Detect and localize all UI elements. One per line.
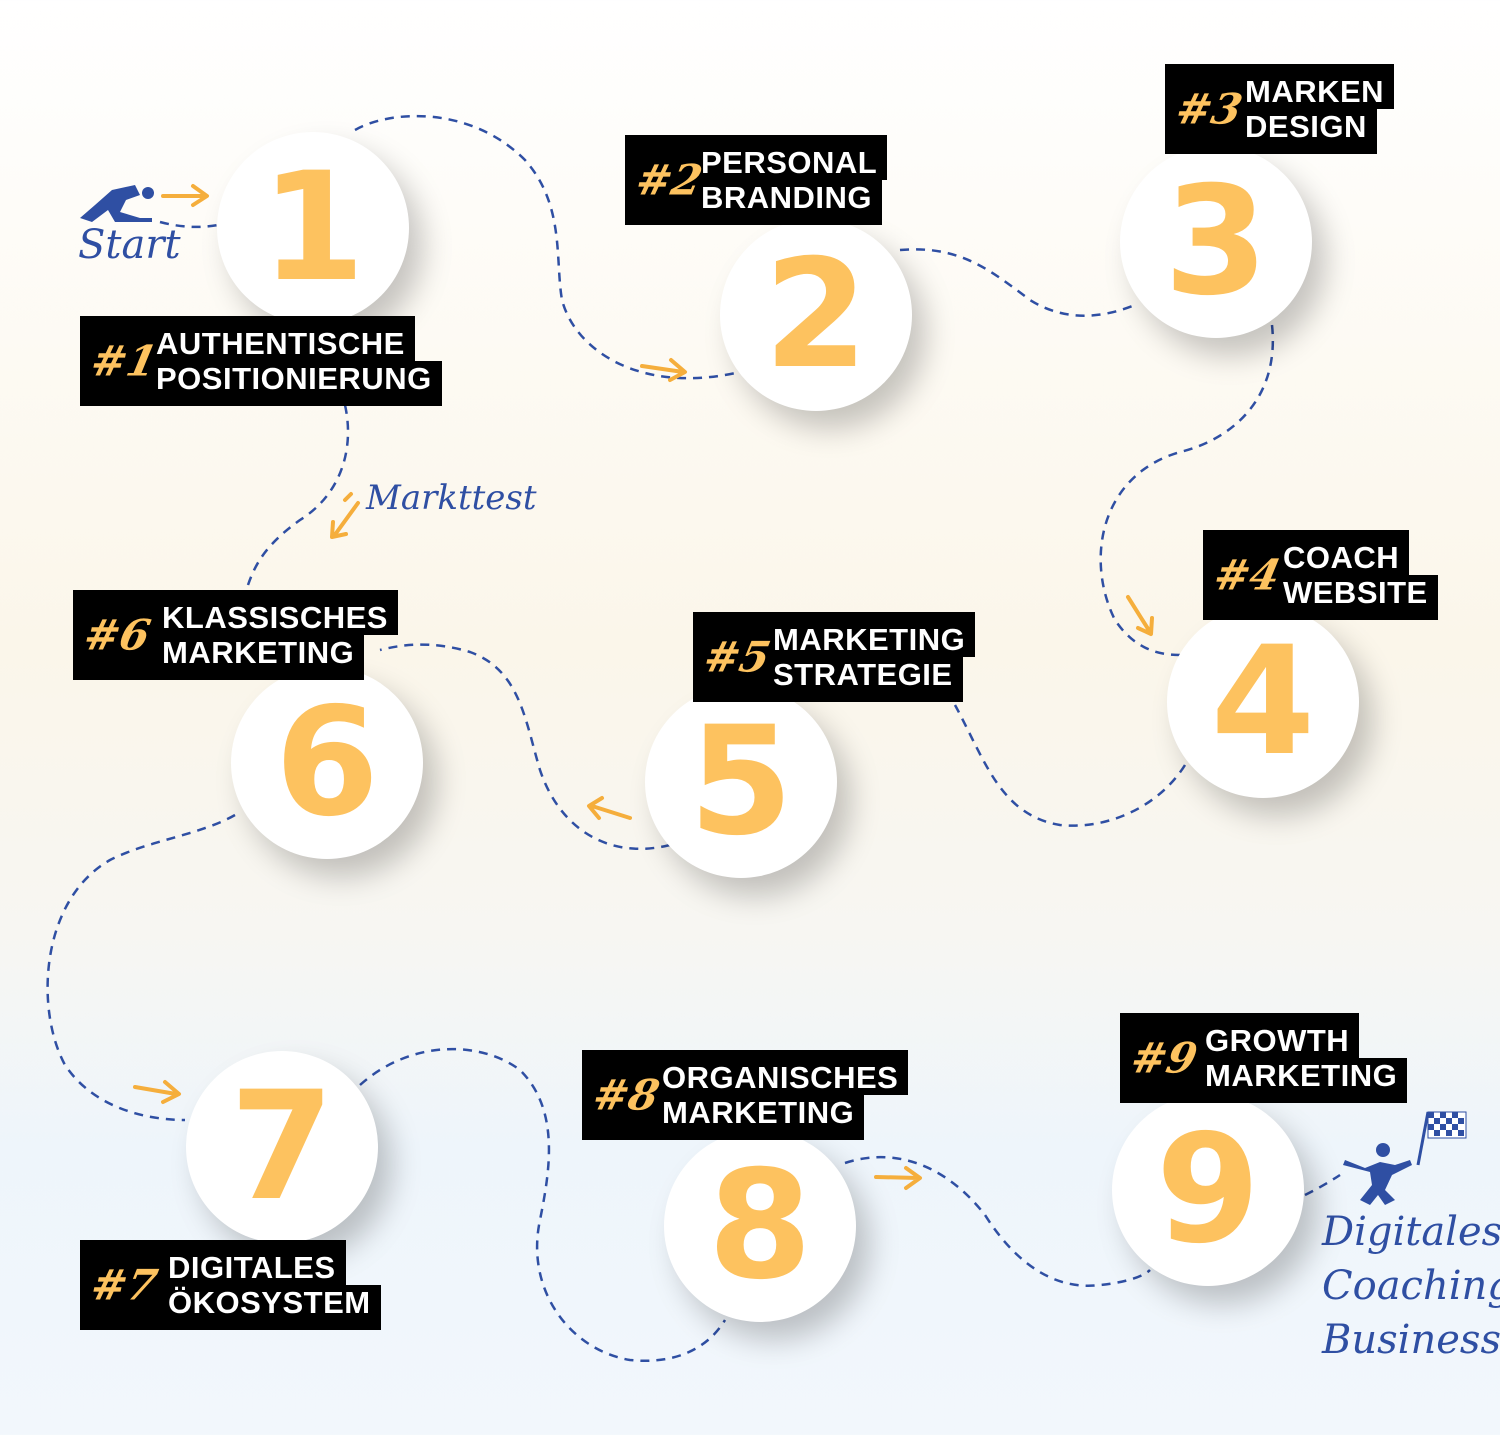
runner-start-icon: [80, 185, 154, 222]
step-title-line1: MARKEN: [1165, 64, 1395, 109]
step-circle-9: 9: [1112, 1094, 1304, 1286]
arrow-icon: [587, 796, 632, 820]
step-label-4: #4 COACH WEBSITE: [1203, 530, 1438, 620]
start-label: Start: [78, 222, 181, 268]
step-hash: #9: [1126, 1033, 1202, 1083]
step-circle-4: 4: [1167, 606, 1359, 798]
step-title-line1: GROWTH: [1120, 1013, 1360, 1058]
step-hash: #8: [588, 1070, 664, 1120]
step-hash: #4: [1209, 550, 1285, 600]
step-hash: #7: [86, 1260, 162, 1310]
arrow-icon: [133, 1080, 181, 1104]
step-title-line1: ORGANISCHES: [582, 1050, 909, 1095]
step-title-line2: STRATEGIE: [693, 657, 963, 702]
step-hash: #1: [86, 336, 162, 386]
step-title-line1: AUTHENTISCHE: [80, 316, 415, 361]
step-title-line2: DESIGN: [1165, 109, 1377, 154]
step-title-line1: MARKETING: [693, 612, 976, 657]
step-title-line2: ÖKOSYSTEM: [80, 1285, 381, 1330]
step-circle-3: 3: [1120, 146, 1312, 338]
step-hash: #6: [79, 610, 155, 660]
step-title-line2: WEBSITE: [1203, 575, 1438, 620]
step-label-8: #8 ORGANISCHES MARKETING: [582, 1050, 909, 1140]
step-hash: #2: [631, 155, 707, 205]
step-circle-6: 6: [231, 667, 423, 859]
step-title-line2: POSITIONIERUNG: [80, 361, 442, 406]
step-title-line1: DIGITALES: [80, 1240, 346, 1285]
checkered-flag-icon: [1416, 1111, 1467, 1166]
step-label-9: #9 GROWTH MARKETING: [1120, 1013, 1408, 1103]
step-label-2: #2 PERSONAL BRANDING: [625, 135, 888, 225]
step-title-line1: PERSONAL: [625, 135, 888, 180]
step-title-line2: MARKETING: [73, 635, 365, 680]
arrow-icon: [1126, 595, 1154, 636]
markttest-label: Markttest: [366, 478, 537, 518]
finish-runner-icon: [1343, 1143, 1412, 1205]
step-title-line2: MARKETING: [582, 1095, 865, 1140]
goal-line: Coaching: [1322, 1263, 1500, 1309]
step-circle-7: 7: [186, 1051, 378, 1243]
step-circle-2: 2: [720, 219, 912, 411]
arrow-icon: [874, 1166, 922, 1190]
step-label-7: #7 DIGITALES ÖKOSYSTEM: [80, 1240, 381, 1330]
step-title-line1: KLASSISCHES: [73, 590, 398, 635]
step-circle-1: 1: [217, 132, 409, 324]
step-label-1: #1 AUTHENTISCHE POSITIONIERUNG: [80, 316, 442, 406]
goal-line: Business: [1322, 1317, 1500, 1363]
step-title-line2: MARKETING: [1120, 1058, 1408, 1103]
step-circle-5: 5: [645, 686, 837, 878]
step-hash: #5: [699, 632, 775, 682]
goal-label: Digitales Coaching Business: [1322, 1205, 1500, 1367]
goal-line: Digitales: [1322, 1209, 1500, 1255]
step-title-line2: BRANDING: [625, 180, 883, 225]
step-hash: #3: [1171, 84, 1247, 134]
step-label-5: #5 MARKETING STRATEGIE: [693, 612, 976, 702]
arrow-icon: [161, 184, 209, 207]
arrow-icon: [330, 492, 360, 539]
step-title-line1: COACH: [1203, 530, 1410, 575]
step-label-6: #6 KLASSISCHES MARKETING: [73, 590, 398, 680]
step-label-3: #3 MARKEN DESIGN: [1165, 64, 1395, 154]
step-circle-8: 8: [664, 1130, 856, 1322]
arrow-icon: [640, 358, 687, 382]
